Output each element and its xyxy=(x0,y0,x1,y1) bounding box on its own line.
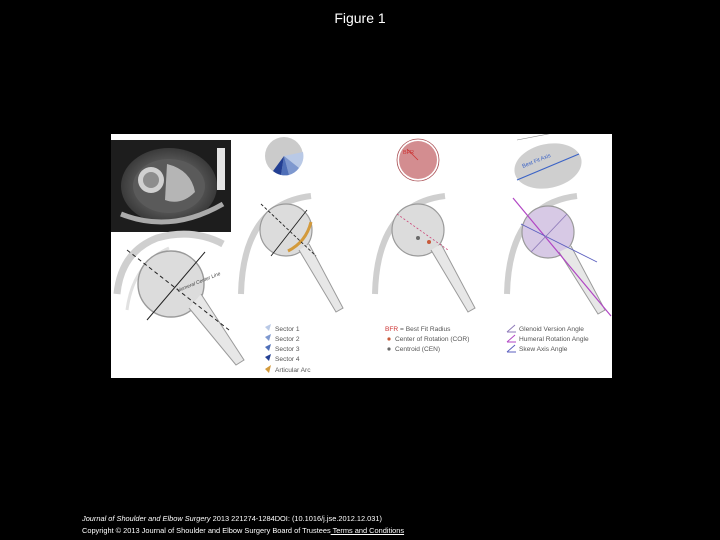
citation-line: Journal of Shoulder and Elbow Surgery 20… xyxy=(82,513,404,525)
humerus-diagram-3 xyxy=(375,196,475,312)
legend-cen: Centroid (CEN) xyxy=(395,346,440,353)
legend-angles: Glenoid Version Angle Humeral Rotation A… xyxy=(507,325,589,353)
figure-image: Humeral Center Line BFR Best Fit Axis xyxy=(111,134,612,378)
legend-glenoid-version-angle: Glenoid Version Angle xyxy=(519,326,584,333)
legend-bfr-text: = Best Fit Radius xyxy=(398,326,451,333)
copyright-line: Copyright © 2013 Journal of Shoulder and… xyxy=(82,525,404,537)
legend-cor: Center of Rotation (COR) xyxy=(395,336,469,343)
bfr-circle-label: BFR xyxy=(403,150,414,156)
legend-sector-1: Sector 1 xyxy=(275,326,300,333)
journal-name: Journal of Shoulder and Elbow Surgery xyxy=(82,514,211,523)
humerus-diagram-1 xyxy=(117,234,244,365)
page-title: Figure 1 xyxy=(0,10,720,26)
best-fit-circle-diagram xyxy=(397,139,439,181)
mri-image xyxy=(111,140,231,232)
terms-link[interactable]: Terms and Conditions xyxy=(331,526,404,535)
legend-sector-4: Sector 4 xyxy=(275,356,300,363)
legend-bfr-key: BFR xyxy=(385,326,398,333)
figure-diagram: Humeral Center Line BFR Best Fit Axis xyxy=(111,134,612,378)
legend-sectors: Sector 1 Sector 2 Sector 3 Sector 4 Arti… xyxy=(265,324,311,374)
legend-best-fit: BFR = Best Fit Radius Center of Rotation… xyxy=(385,326,469,353)
copyright-text: Copyright © 2013 Journal of Shoulder and… xyxy=(82,526,331,535)
citation-footer: Journal of Shoulder and Elbow Surgery 20… xyxy=(82,513,404,537)
citation-doi: 2013 221274-1284DOI: (10.1016/j.jse.2012… xyxy=(211,514,382,523)
sector-circle xyxy=(265,137,303,175)
legend-articular-arc: Articular Arc xyxy=(275,367,311,374)
legend-bfr: BFR = Best Fit Radius xyxy=(385,326,451,333)
legend-humeral-rotation-angle: Humeral Rotation Angle xyxy=(519,336,589,343)
legend-sector-3: Sector 3 xyxy=(275,346,300,353)
humerus-diagram-4 xyxy=(507,196,611,316)
legend-sector-2: Sector 2 xyxy=(275,336,300,343)
humerus-diagram-2 xyxy=(241,196,343,312)
legend-skew-axis-angle: Skew Axis Angle xyxy=(519,346,568,353)
